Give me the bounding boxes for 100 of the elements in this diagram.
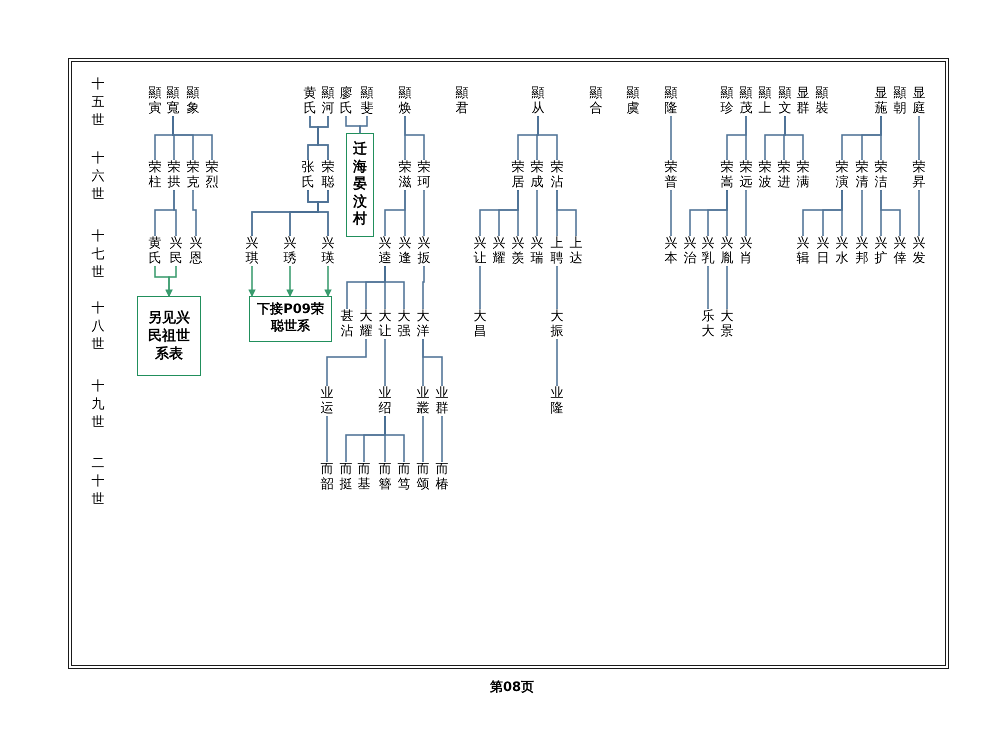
generation-label: 十七世 (91, 228, 105, 282)
connector-line (880, 116, 882, 160)
connector-line (423, 190, 425, 236)
name-text: 上达 (569, 236, 583, 266)
connector-line (536, 190, 538, 236)
name-text: 兴羡 (511, 236, 525, 266)
name-text: 甚沾 (340, 309, 354, 339)
connector-line (404, 190, 406, 236)
generation-label: 十八世 (91, 300, 105, 354)
name-text: 大昌 (473, 309, 487, 339)
connector-line (517, 190, 519, 236)
connector-line (537, 116, 558, 160)
generation-label: 十五世 (91, 76, 105, 130)
name-text: 顯从 (531, 86, 545, 116)
connector-line (317, 190, 329, 236)
arrow (324, 266, 332, 297)
name-text: 兴瑛 (321, 236, 335, 266)
name-text: 而簪 (378, 462, 392, 492)
name-text: 顯寬 (166, 86, 180, 116)
generation-label: 十九世 (91, 378, 105, 432)
name-text: 兴逢 (398, 236, 412, 266)
connector-line (479, 266, 481, 309)
name-text: 兴扳 (417, 236, 431, 266)
connector-line (172, 116, 213, 160)
name-text: 兴乳 (701, 236, 715, 266)
name-text: 大耀 (359, 309, 373, 339)
arrow (248, 266, 256, 297)
name-text: 上聘 (550, 236, 564, 266)
name-text: 而基 (357, 462, 371, 492)
name-text: 兴治 (683, 236, 697, 266)
name-text: 荣聪 (321, 160, 335, 190)
connector-line (384, 339, 386, 386)
name-text: 荣清 (855, 160, 869, 190)
connector-line (745, 116, 747, 160)
name-text: 荣波 (758, 160, 772, 190)
name-text: 荣演 (835, 160, 849, 190)
name-text: 顯茂 (739, 86, 753, 116)
name-text: 而笃 (397, 462, 411, 492)
name-text: 显群 (796, 86, 810, 116)
connector-line (422, 416, 424, 462)
name-text: 荣洁 (874, 160, 888, 190)
name-text: 业叢 (416, 386, 430, 416)
name-text: 而挺 (339, 462, 353, 492)
name-text: 兴辑 (796, 236, 810, 266)
name-text: 兴邦 (855, 236, 869, 266)
connector-line (745, 190, 747, 236)
connector-line (556, 266, 558, 309)
generation-label: 十六世 (91, 150, 105, 204)
name-text: 兴水 (835, 236, 849, 266)
arrow (286, 266, 294, 297)
name-text: 兴肖 (739, 236, 753, 266)
name-text: 荣烈 (205, 160, 219, 190)
name-text: 顯寅 (148, 86, 162, 116)
name-text: 顯虞 (626, 86, 640, 116)
connector-line (422, 339, 443, 386)
name-text: 荣珂 (417, 160, 431, 190)
name-text: 顯裝 (815, 86, 829, 116)
connector-line (707, 266, 709, 309)
arrow (165, 266, 177, 297)
connector-line (317, 116, 329, 160)
connector-line (359, 116, 368, 133)
name-text: 大强 (397, 309, 411, 339)
connector-line (192, 190, 197, 236)
connector-line (918, 190, 920, 236)
connector-line (784, 116, 804, 160)
connector-line (726, 190, 728, 236)
connector-line (670, 116, 672, 160)
connector-line (384, 416, 405, 462)
name-text: 兴琇 (283, 236, 297, 266)
name-text: 而颂 (416, 462, 430, 492)
connector-line (880, 190, 901, 236)
name-text: 显葹 (874, 86, 888, 116)
name-text: 荣滋 (398, 160, 412, 190)
connector-line (556, 190, 577, 236)
name-text: 荣远 (739, 160, 753, 190)
name-text: 兴瑞 (530, 236, 544, 266)
name-text: 荣满 (796, 160, 810, 190)
name-text: 兴日 (816, 236, 830, 266)
name-text: 张氏 (301, 160, 315, 190)
name-text: 荣居 (511, 160, 525, 190)
name-text: 荣进 (777, 160, 791, 190)
name-text: 业运 (320, 386, 334, 416)
name-text: 顯上 (758, 86, 772, 116)
name-text: 顯象 (186, 86, 200, 116)
name-text: 业群 (435, 386, 449, 416)
name-text: 廖氏 (339, 86, 353, 116)
name-text: 顯合 (589, 86, 603, 116)
name-text: 荣昇 (912, 160, 926, 190)
name-text: 业隆 (550, 386, 564, 416)
name-text: 兴恩 (189, 236, 203, 266)
name-text: 顯斐 (360, 86, 374, 116)
connector-line (326, 416, 328, 462)
note-box: 下接P09荣聪世系 (249, 296, 332, 342)
connector-line (841, 190, 843, 236)
name-text: 兴让 (473, 236, 487, 266)
name-text: 兴耀 (492, 236, 506, 266)
name-text: 黄氏 (303, 86, 317, 116)
name-text: 黄氏 (148, 236, 162, 266)
connector-line (384, 266, 405, 309)
name-text: 乐大 (701, 309, 715, 339)
